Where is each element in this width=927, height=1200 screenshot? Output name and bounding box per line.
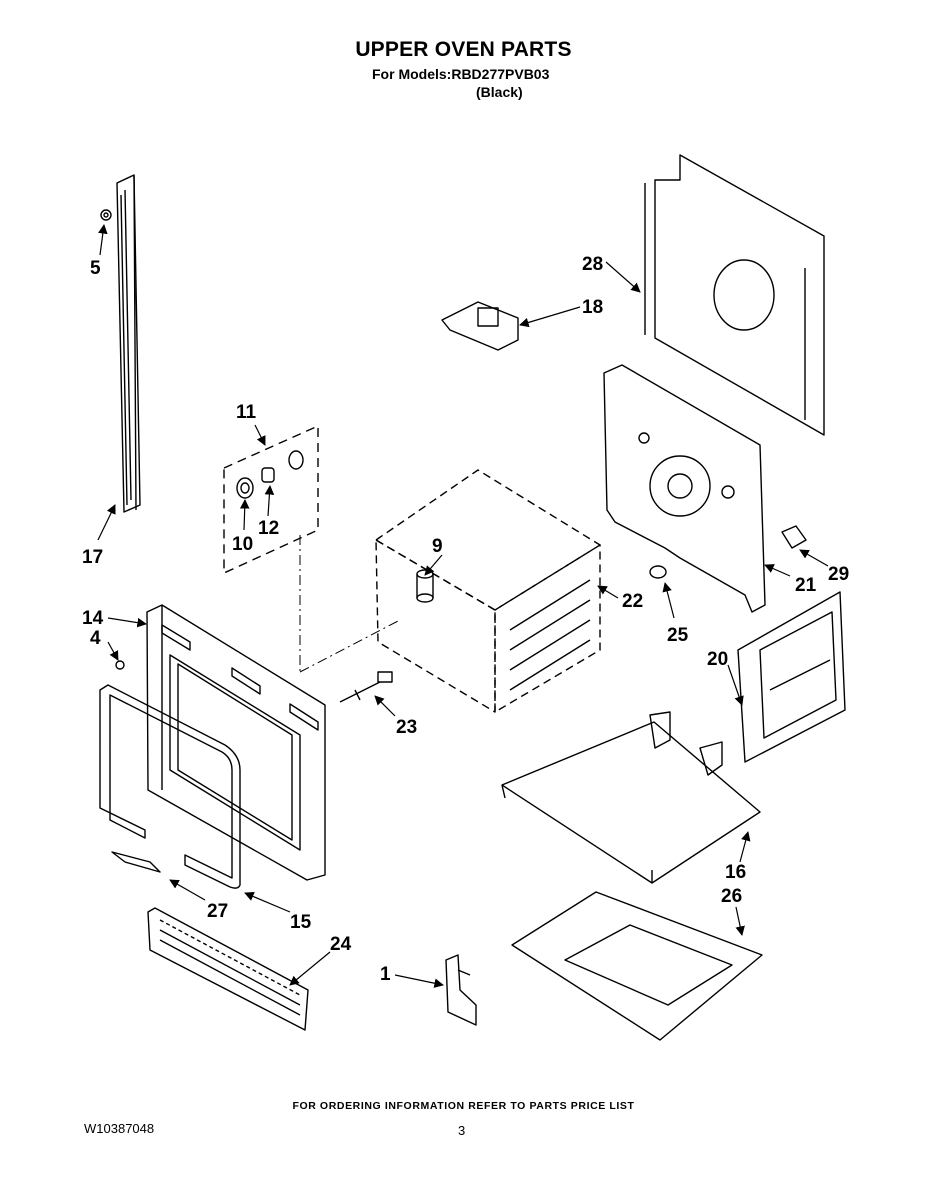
callout-25: 25	[667, 625, 689, 646]
callout-24: 24	[330, 934, 352, 955]
callout-9: 9	[432, 536, 443, 557]
callout-14: 14	[82, 608, 104, 629]
document-number: W10387048	[84, 1121, 155, 1136]
knob-group-part	[223, 425, 319, 574]
small-bracket-part	[781, 525, 807, 549]
callout-18: 18	[582, 297, 603, 318]
callout-26: 26	[721, 886, 742, 907]
clamp-part	[649, 565, 667, 579]
callout-11: 11	[236, 402, 257, 423]
side-panel-part	[737, 591, 846, 763]
ordering-note: FOR ORDERING INFORMATION REFER TO PARTS …	[292, 1100, 635, 1112]
page-title: UPPER OVEN PARTS	[355, 38, 572, 61]
clip-part	[111, 851, 161, 873]
sensor-part	[339, 671, 393, 703]
callout-23: 23	[396, 717, 417, 738]
callout-16: 16	[725, 862, 746, 883]
screw-part-5	[100, 209, 112, 221]
callout-labels: 5 17 11 10 12 14 4 15 27 24 1 9 23 22 28…	[82, 254, 849, 985]
models-line: For Models:RBD277PVB03	[372, 66, 550, 82]
door-frame-part	[146, 604, 326, 881]
callout-22: 22	[622, 591, 643, 612]
oven-cavity-part	[375, 469, 601, 713]
color-line: (Black)	[476, 84, 523, 100]
callout-10: 10	[232, 534, 253, 555]
bracket-part	[445, 954, 477, 1026]
gasket-part	[99, 684, 241, 889]
side-trim-part	[116, 174, 141, 513]
callout-15: 15	[290, 912, 312, 933]
callout-28: 28	[582, 254, 603, 275]
callout-27: 27	[207, 901, 228, 922]
vent-grille-part	[147, 907, 309, 1031]
callout-5: 5	[90, 258, 101, 279]
callout-1: 1	[380, 964, 391, 985]
callout-29: 29	[828, 564, 849, 585]
bottom-tray-part	[511, 891, 763, 1041]
callout-arrows	[97, 224, 829, 988]
callout-17: 17	[82, 547, 103, 568]
page-number: 3	[458, 1123, 466, 1138]
leader-lines	[299, 535, 401, 673]
callout-20: 20	[707, 649, 728, 670]
latch-part	[441, 301, 519, 351]
back-plate-part	[603, 364, 766, 613]
screw-part-4	[115, 660, 125, 670]
callout-4: 4	[90, 628, 101, 649]
callout-21: 21	[795, 575, 817, 596]
rear-panel-part	[644, 154, 825, 436]
heat-shield-part	[501, 711, 761, 884]
oven-cavity-detail	[509, 579, 591, 691]
callout-12: 12	[258, 518, 279, 539]
